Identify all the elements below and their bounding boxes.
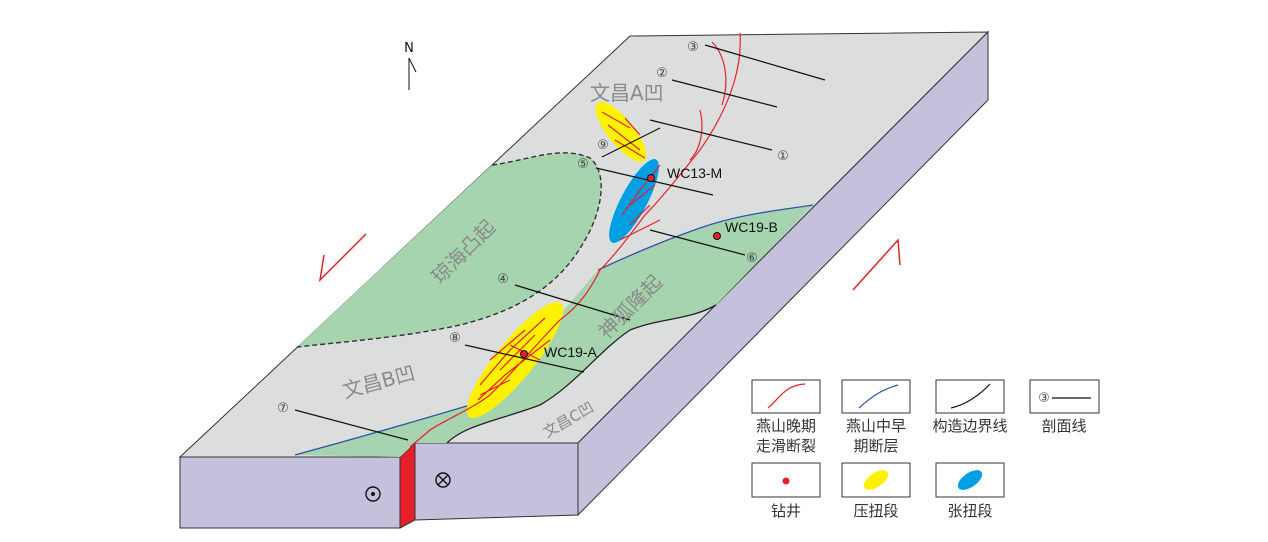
section-label-8: ⑧ xyxy=(449,331,461,346)
section-line-6 xyxy=(649,229,746,256)
sinistral-arrow-left-icon xyxy=(318,233,367,283)
legend-label-boundary: 构造边界线 xyxy=(932,417,1007,435)
qionghai-uplift-boundary xyxy=(296,152,602,348)
late-strike-slip-fault xyxy=(409,32,741,448)
legend-boundary-icon xyxy=(950,383,991,409)
section-line-4 xyxy=(514,284,631,321)
well-dot-wc19b xyxy=(713,232,721,240)
well-label-wc19b: WC19-B xyxy=(725,219,778,235)
section-label-6: ⑥ xyxy=(746,251,758,266)
legend-section-symbol: ③ xyxy=(1038,391,1050,406)
legend-transpression-icon xyxy=(863,470,889,490)
well-dot-wc13m xyxy=(647,174,655,182)
legend-label-well: 钻井 xyxy=(771,502,801,520)
fault-plane xyxy=(399,441,416,529)
legend-label-early-fault-2: 期断层 xyxy=(853,437,898,455)
legend-label-late-fault-1: 燕山晚期 xyxy=(756,417,816,435)
north-label: N xyxy=(404,41,414,56)
legend-label-early-fault-1: 燕山中早 xyxy=(846,417,906,435)
section-label-9: ⑨ xyxy=(597,138,609,153)
section-line-8 xyxy=(464,344,585,373)
legend-box-boundary xyxy=(935,379,1005,414)
section-label-3: ③ xyxy=(687,40,699,55)
north-arrow-icon xyxy=(408,57,417,90)
legend-late-fault-icon xyxy=(767,383,806,409)
section-label-2: ② xyxy=(656,66,668,81)
legend-well-icon xyxy=(782,477,790,485)
legend-label-transtension: 张扭段 xyxy=(947,502,992,520)
left-block-front-face xyxy=(179,456,401,529)
into-page-icon xyxy=(435,472,451,488)
section-label-7: ⑦ xyxy=(277,401,289,416)
section-lines xyxy=(294,44,826,441)
section-line-2 xyxy=(671,79,778,108)
section-line-3 xyxy=(704,44,826,81)
early-fault-right xyxy=(597,204,814,271)
well-label-wc13m: WC13-M xyxy=(667,165,722,181)
legend-label-late-fault-2: 走滑断裂 xyxy=(756,437,816,455)
section-label-1: ① xyxy=(777,149,789,164)
legend: 燕山晚期 走滑断裂 燕山中早 期断层 构造边界线 ③ 剖面线 钻井 压扭段 张扭… xyxy=(751,379,1100,520)
well-label-wc19a: WC19-A xyxy=(544,344,598,360)
section-line-1 xyxy=(649,119,773,151)
right-block-front-face xyxy=(414,442,579,521)
legend-early-fault-icon xyxy=(858,384,899,409)
section-label-4: ④ xyxy=(497,272,509,287)
section-line-9 xyxy=(601,127,661,158)
well-dot-wc19a xyxy=(520,350,528,358)
legend-transtension-icon xyxy=(957,470,983,490)
out-of-page-icon xyxy=(365,486,381,502)
legend-box-late-fault xyxy=(751,379,821,414)
section-line-5 xyxy=(595,167,714,196)
legend-label-transpression: 压扭段 xyxy=(853,502,898,520)
section-line-7 xyxy=(294,409,409,441)
transpression-zone-upper xyxy=(595,102,647,162)
label-wenchang-a: 文昌A凹 xyxy=(590,81,664,105)
early-fault-left xyxy=(294,404,471,456)
legend-box-early-fault xyxy=(841,379,911,414)
legend-box-section xyxy=(1029,379,1100,414)
sinistral-arrow-right-icon xyxy=(852,238,901,291)
legend-label-section: 剖面线 xyxy=(1041,417,1086,435)
section-label-5: ⑤ xyxy=(577,157,589,172)
qionghai-uplift-area xyxy=(297,152,602,347)
